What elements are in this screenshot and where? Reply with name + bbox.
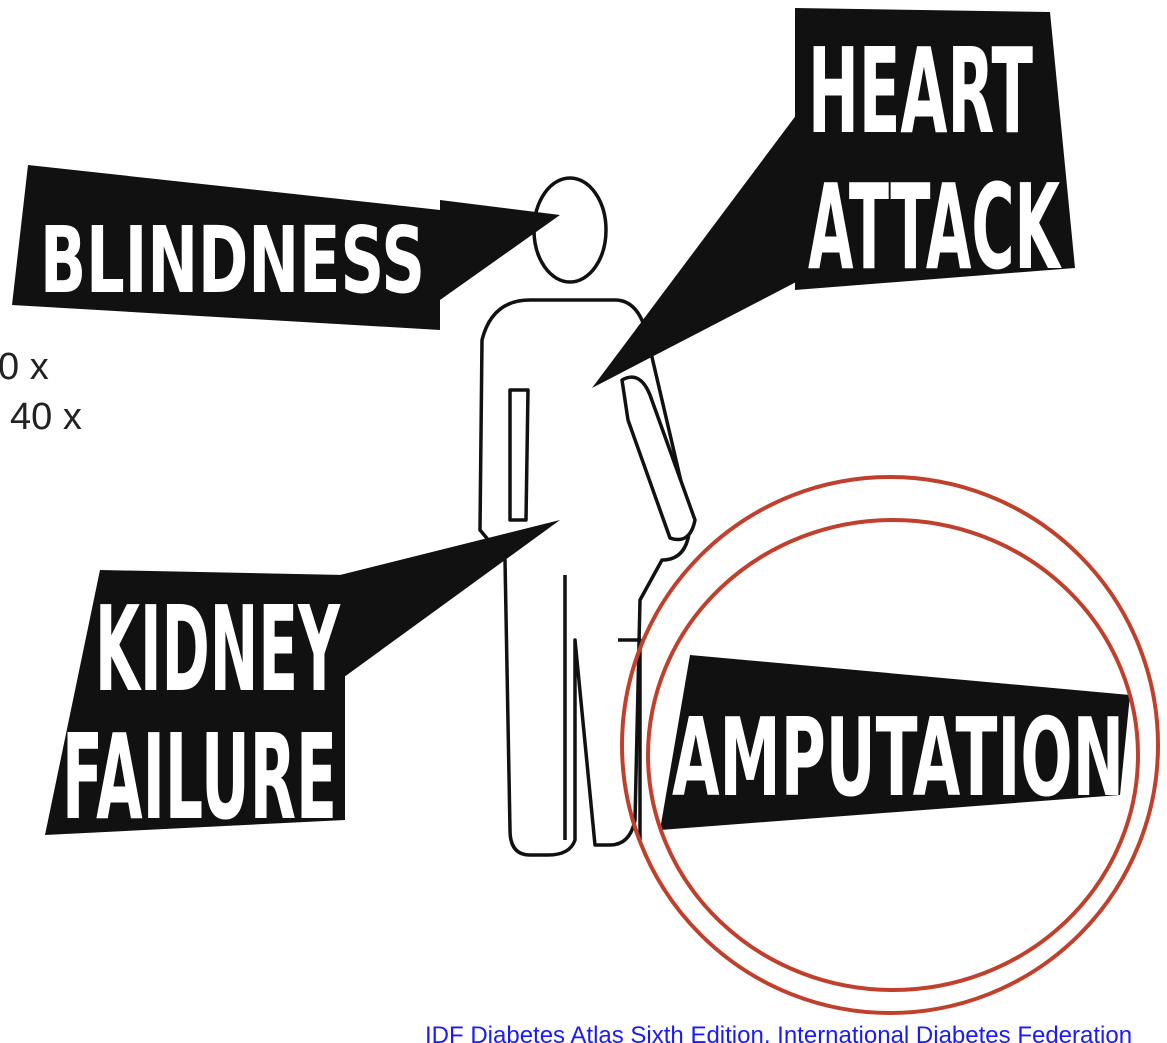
stat-line-2: 40 x [10, 398, 82, 436]
heart-attack-callout: HEART ATTACK [592, 8, 1075, 388]
stat-line-1: 0 x [0, 348, 49, 386]
kidney-failure-label-line1: KIDNEY [95, 580, 341, 718]
amputation-callout: AMPUTATION [660, 655, 1130, 830]
figure-left-arm [510, 390, 528, 520]
source-link[interactable]: IDF Diabetes Atlas Sixth Edition, Intern… [425, 1024, 1132, 1043]
figure-head [534, 178, 606, 282]
human-figure [480, 178, 695, 855]
blindness-callout: BLINDNESS [12, 165, 560, 330]
heart-attack-label-line2: ATTACK [808, 158, 1062, 296]
figure-body [480, 300, 690, 855]
heart-attack-label-line1: HEART [808, 22, 1033, 160]
blindness-label: BLINDNESS [40, 207, 425, 314]
kidney-failure-label-line2: FAILURE [62, 708, 337, 846]
kidney-failure-callout: KIDNEY FAILURE [45, 520, 560, 846]
amputation-label: AMPUTATION [672, 696, 1124, 821]
heart-attack-pointer [592, 110, 800, 388]
